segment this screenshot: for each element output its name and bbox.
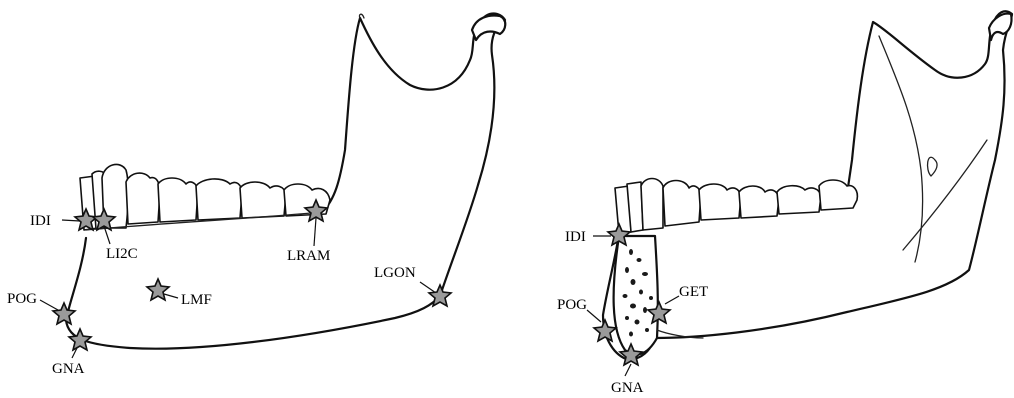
- landmark-idi: IDI: [565, 224, 630, 245]
- coronoid-process-line: [359, 14, 364, 18]
- mandible-medial-figure: IDI GET POG GNA: [507, 0, 1014, 398]
- landmark-label: LGON: [374, 265, 416, 281]
- landmark-label: LI2C: [106, 246, 138, 262]
- landmark-idi: IDI: [30, 209, 97, 230]
- landmark-gna: GNA: [52, 329, 91, 377]
- landmark-label: GET: [679, 284, 708, 300]
- landmark-label: IDI: [30, 213, 51, 229]
- landmark-label: POG: [557, 297, 587, 313]
- symphysis-section: [614, 236, 658, 354]
- landmark-label: LMF: [181, 292, 212, 308]
- landmark-label: GNA: [611, 380, 644, 396]
- landmark-label: GNA: [52, 361, 85, 377]
- mandible-medial-drawing: IDI GET POG GNA: [507, 0, 1014, 398]
- landmark-label: IDI: [565, 229, 586, 245]
- landmark-label: LRAM: [287, 248, 330, 264]
- mandible-lateral-drawing: IDI LI2C LRAM LGON LMF POG GNA: [0, 0, 507, 398]
- mandible-lateral-figure: IDI LI2C LRAM LGON LMF POG GNA: [0, 0, 507, 398]
- landmark-label: POG: [7, 291, 37, 307]
- landmark-pog: POG: [7, 291, 75, 324]
